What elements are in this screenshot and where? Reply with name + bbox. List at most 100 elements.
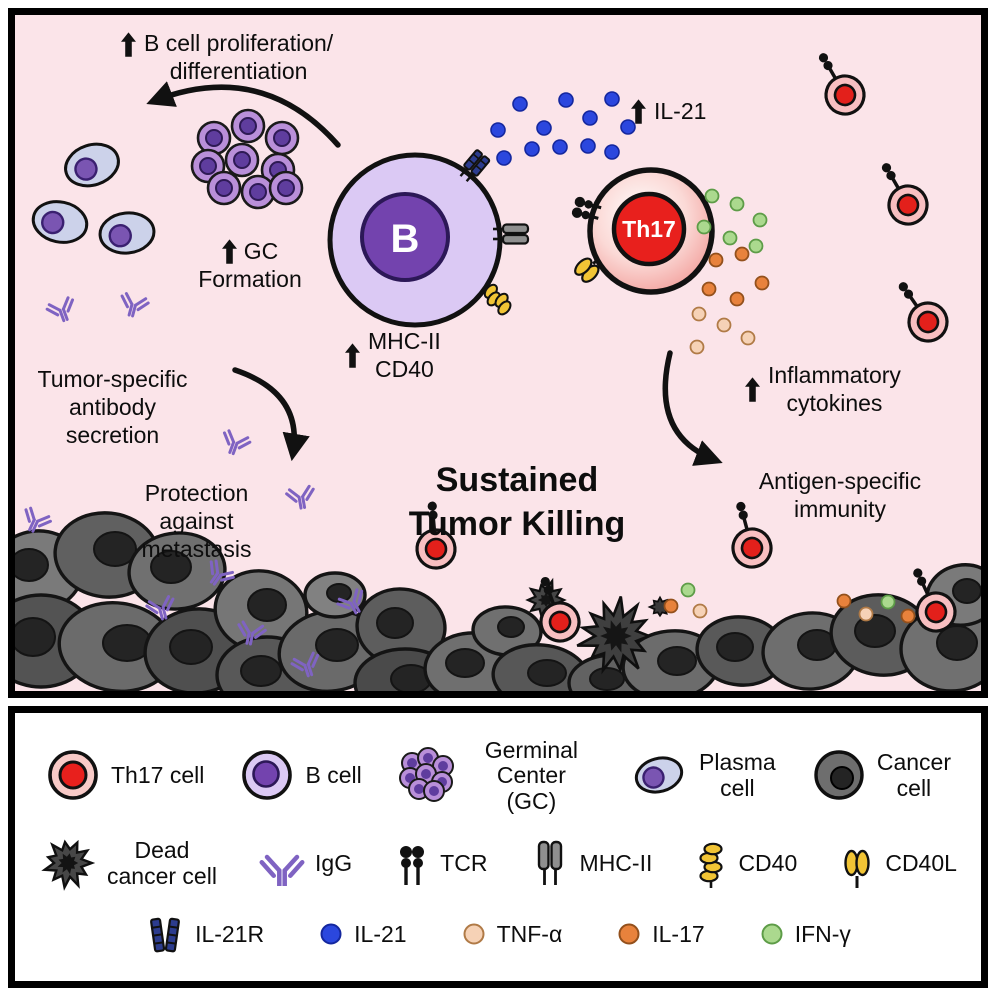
annotation-line: Antigen-specific xyxy=(758,468,922,494)
up-arrow-icon xyxy=(121,32,136,57)
legend-item-igg: IgG xyxy=(259,840,352,886)
b-cell: B xyxy=(327,149,530,328)
il17-dot-icon xyxy=(618,923,640,945)
legend-label: IL-21R xyxy=(195,921,265,948)
th17-cell: Th17 xyxy=(571,167,715,295)
mhc-ii-icon xyxy=(537,840,562,885)
ifng-dots xyxy=(696,188,768,254)
il17-dots xyxy=(701,246,770,307)
annotation-line: antibody xyxy=(69,394,156,421)
legend-label: Th17 cell xyxy=(111,762,205,789)
title-line: Tumor Killing xyxy=(408,504,626,543)
legend-label: Germinal Center (GC) xyxy=(484,736,579,815)
arrow-antibody-to-protection xyxy=(232,367,310,462)
annotation-line: IL-21 xyxy=(654,98,707,124)
legend-item-ifng: IFN-γ xyxy=(759,921,851,947)
annotation-gc-formation: GC Formation xyxy=(180,237,320,293)
th17-cell-icon xyxy=(48,750,98,801)
il21-dot-icon xyxy=(320,923,342,945)
th17-cell-label: Th17 xyxy=(622,216,676,242)
cd40-receptor xyxy=(483,283,512,316)
arrow-gc-to-plasma xyxy=(146,81,341,148)
legend-label: IL-21 xyxy=(354,921,407,948)
b-cell-icon xyxy=(242,750,293,801)
annotation-mhc-cd40: MHC-II CD40 xyxy=(345,327,441,383)
main-title: Sustained Tumor Killing xyxy=(367,459,667,546)
mhc-ii-receptor xyxy=(493,223,530,245)
up-arrow-icon xyxy=(631,98,646,124)
legend-item-cancer-cell: Cancer cell xyxy=(811,747,951,803)
up-arrow-icon xyxy=(745,376,760,402)
legend-row-2: Dead cancer cell IgG TCR MHC-II xyxy=(15,834,981,892)
annotation-line: metastasis xyxy=(141,536,252,563)
legend-label: TCR xyxy=(440,849,488,876)
il21r-receptor xyxy=(459,149,491,183)
legend-item-cd40l: CD40L xyxy=(839,836,957,890)
il21r-icon xyxy=(150,918,181,953)
up-arrow-icon xyxy=(221,238,237,264)
annotation-line: CD40 xyxy=(375,356,434,383)
annotation-inflammatory-cytokines: Inflammatory cytokines xyxy=(745,361,901,417)
legend-item-th17-cell: Th17 cell xyxy=(45,747,204,803)
legend-item-dead-cancer-cell: Dead cancer cell xyxy=(39,834,217,892)
tnfa-dots xyxy=(689,306,756,355)
annotation-line: Protection xyxy=(144,480,249,506)
legend-label: MHC-II xyxy=(579,849,653,876)
legend-item-il21: IL-21 xyxy=(318,921,407,948)
cancer-cell-icon xyxy=(814,750,864,801)
legend-label: CD40L xyxy=(885,849,957,876)
dead-cancer-cell-icon xyxy=(41,839,96,891)
tcr-icon xyxy=(400,845,425,885)
legend-label: IFN-γ xyxy=(794,921,851,948)
ifng-dot-icon xyxy=(761,923,783,945)
legend-label: TNF-α xyxy=(496,921,563,948)
annotation-line: against xyxy=(159,508,234,535)
legend-item-germinal-center: Germinal Center (GC) xyxy=(397,736,594,815)
dead-cancer-cells xyxy=(525,577,671,675)
legend-row-1: Th17 cell B cell Germinal Center (GC) Pl… xyxy=(15,736,981,815)
legend-label: IL-17 xyxy=(652,921,705,948)
germinal-center-icon xyxy=(398,747,454,803)
annotation-line: Inflammatory xyxy=(768,362,901,388)
legend-item-mhc-ii: MHC-II xyxy=(530,838,653,888)
legend-row-3: IL-21R IL-21 TNF-α IL-17 IFN-γ xyxy=(15,911,981,957)
legend-item-il17: IL-17 xyxy=(616,921,705,948)
annotation-line: differentiation xyxy=(169,58,308,85)
cd40l-icon xyxy=(844,849,871,888)
annotation-b-proliferation: B cell proliferation/ differentiation xyxy=(121,29,333,85)
igg-icon xyxy=(259,840,305,886)
annotation-line: Formation xyxy=(198,266,302,293)
tcr-receptor xyxy=(571,196,602,220)
legend-label: B cell xyxy=(305,762,362,789)
legend-item-cd40: CD40 xyxy=(694,836,797,890)
legend-item-plasma-cell: Plasma cell xyxy=(629,749,776,801)
annotation-il21: IL-21 xyxy=(631,97,706,125)
up-arrow-icon xyxy=(345,342,360,368)
cd40l-receptor xyxy=(574,257,600,283)
legend-label: IgG xyxy=(315,849,353,876)
cancer-cells xyxy=(15,511,981,691)
legend: Th17 cell B cell Germinal Center (GC) Pl… xyxy=(8,706,988,988)
annotation-tumor-antibody: Tumor-specific antibody secretion xyxy=(35,365,190,449)
annotation-line: cytokines xyxy=(786,390,883,417)
annotation-line: immunity xyxy=(793,496,886,523)
b-cell-label: B xyxy=(391,217,420,261)
annotation-line: MHC-II xyxy=(368,328,441,354)
tnfa-dot-icon xyxy=(463,923,485,945)
annotation-line: B cell proliferation/ xyxy=(144,30,334,56)
plasma-cells xyxy=(31,142,156,255)
legend-item-tcr: TCR xyxy=(394,839,487,887)
cd40-icon xyxy=(699,842,724,888)
annotation-line: GC xyxy=(243,238,279,264)
legend-label: Plasma cell xyxy=(699,749,776,802)
il21-dots xyxy=(490,91,636,166)
legend-item-b-cell: B cell xyxy=(239,747,362,803)
plasma-cell-icon xyxy=(634,756,684,794)
legend-label: CD40 xyxy=(738,849,798,876)
curved-arrows xyxy=(146,81,723,466)
germinal-center xyxy=(190,108,304,210)
annotation-line: secretion xyxy=(65,422,160,449)
legend-item-tnfa: TNF-α xyxy=(461,921,563,948)
legend-label: Cancer cell xyxy=(876,749,951,802)
title-line: Sustained xyxy=(435,461,599,499)
